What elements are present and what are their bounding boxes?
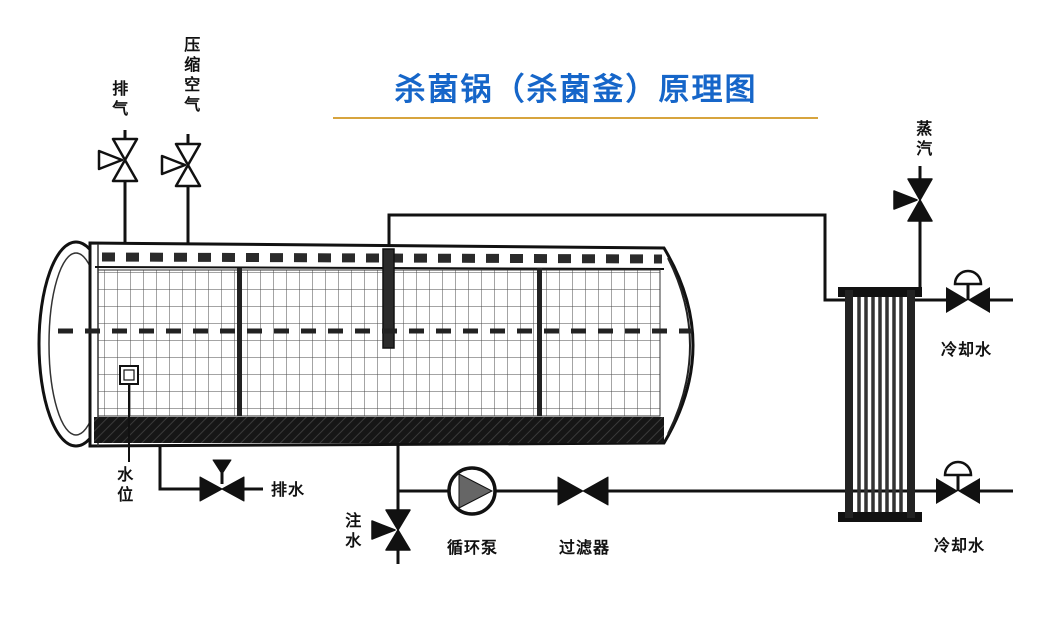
cooling-water-bottom-valve-icon (936, 460, 980, 504)
piping (123, 130, 1013, 564)
label-cooling-water-top: 冷却水 (941, 342, 993, 359)
heat-exchanger (838, 287, 922, 522)
exchanger-bottom-plate (838, 512, 922, 522)
label-water-level: 水位 (114, 466, 132, 506)
water-level-sensor-inner (123, 369, 135, 381)
basket-mesh (97, 269, 661, 417)
label-steam: 蒸汽 (913, 120, 931, 160)
cooling-water-top-valve-icon (946, 269, 990, 313)
basket-divider-2 (537, 268, 542, 416)
drain-valve-icon (199, 459, 245, 502)
vessel-drain-to-pump-pipe (396, 444, 449, 493)
label-filter: 过滤器 (559, 540, 611, 557)
label-circulation-pump: 循环泵 (447, 540, 499, 557)
filter-icon (557, 476, 609, 506)
compressed-air-valve-icon (160, 142, 202, 188)
center-probe (382, 248, 395, 349)
retort-vessel (37, 240, 695, 462)
exchanger-left-bar (845, 290, 853, 518)
label-cooling-water-bottom: 冷却水 (934, 538, 986, 555)
exchanger-top-plate (838, 287, 922, 297)
exchanger-right-bar (907, 290, 915, 518)
vessel-top-inner-line (94, 266, 665, 270)
water-level-sensor-icon (119, 365, 139, 385)
top-return-pipe (387, 213, 850, 302)
drain-pipe (158, 445, 200, 491)
vessel-top-dash-rail (101, 252, 663, 264)
exhaust-valve-icon (97, 137, 139, 183)
label-compressed-air: 压缩空气 (181, 36, 199, 116)
vessel-bottom-band (94, 417, 664, 443)
exchanger-tubes (857, 297, 903, 512)
label-water-inlet: 注水 (342, 512, 360, 552)
circulation-pump-icon (447, 466, 497, 516)
basket-divider-1 (237, 268, 242, 416)
title-underline (333, 117, 818, 119)
vessel-right-inner-arc (667, 257, 691, 435)
label-exhaust: 排气 (109, 80, 127, 120)
page-title: 杀菌锅（杀菌釜）原理图 (394, 72, 758, 107)
steam-valve-icon (893, 178, 933, 222)
label-drain: 排水 (271, 482, 306, 499)
water-inlet-valve-icon (371, 509, 411, 551)
